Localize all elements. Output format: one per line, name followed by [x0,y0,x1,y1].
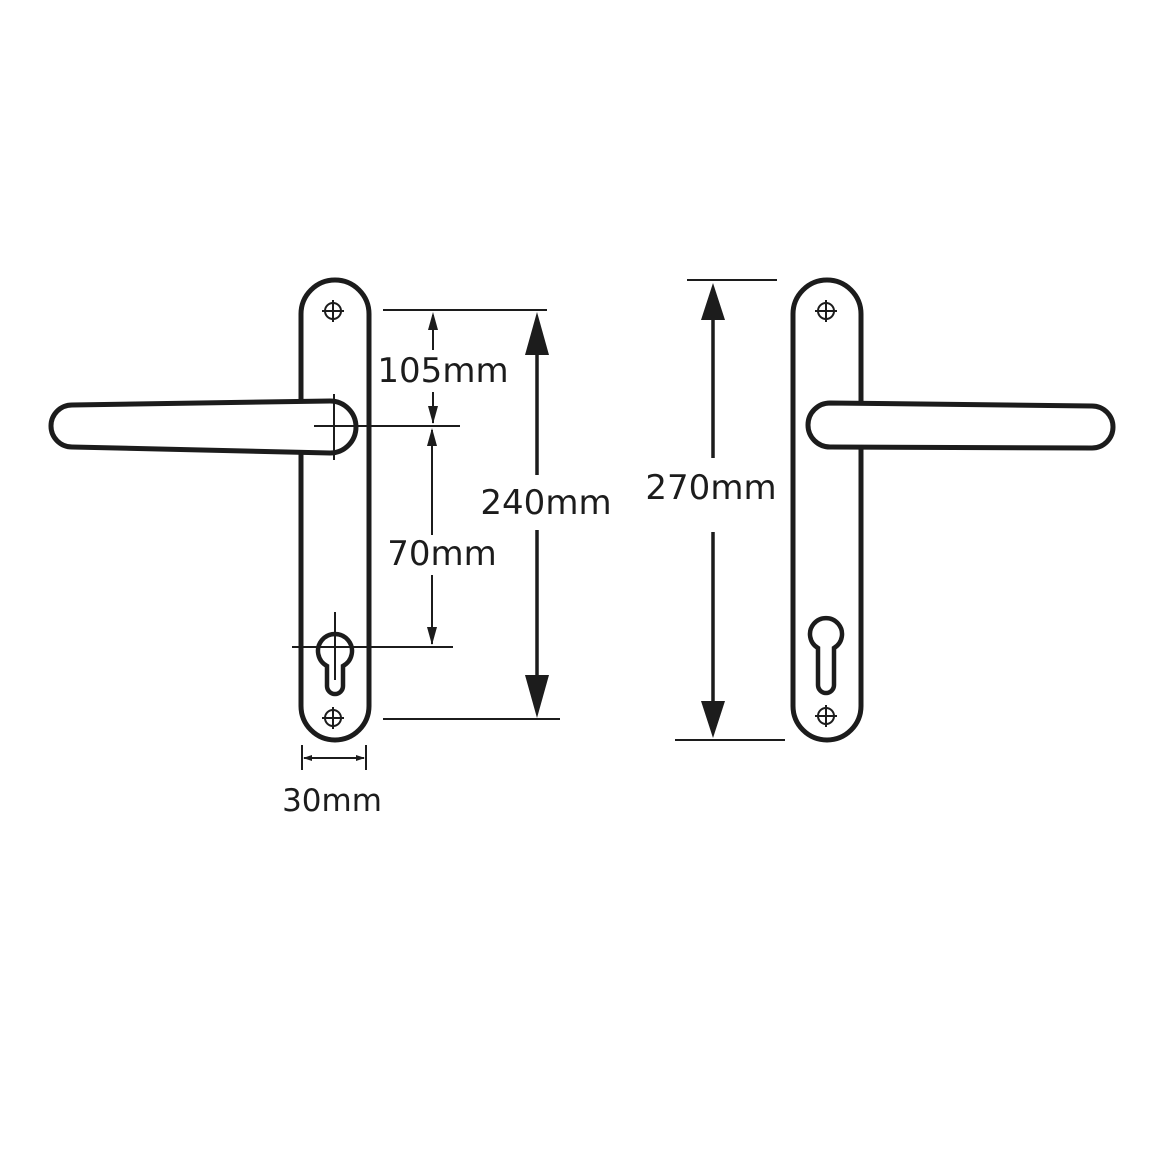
cylinder-keyhole-icon [807,615,845,696]
dimension-240: 240mm [480,312,612,718]
right-lever [805,400,1116,451]
dimension-270: 270mm [645,283,777,738]
bottom-fixing-screw-icon [322,707,344,729]
dimension-105: 105mm [377,312,509,424]
top-fixing-screw-icon [815,300,837,322]
dimension-270-label: 270mm [645,468,776,508]
bottom-fixing-screw-icon [815,705,837,727]
left-backplate [298,277,372,743]
right-handle: 270mm [645,277,1116,743]
top-fixing-screw-icon [322,300,344,322]
right-backplate [790,277,864,743]
dimension-70: 70mm [387,428,497,645]
dimension-70-label: 70mm [387,534,497,574]
dimension-240-label: 240mm [480,483,611,523]
left-lever [48,398,359,456]
dimension-30-label: 30mm [282,783,382,819]
dimension-105-label: 105mm [377,351,508,391]
left-handle: 105mm 70mm 240mm 30mm [48,277,612,819]
dimension-30: 30mm [282,745,382,819]
